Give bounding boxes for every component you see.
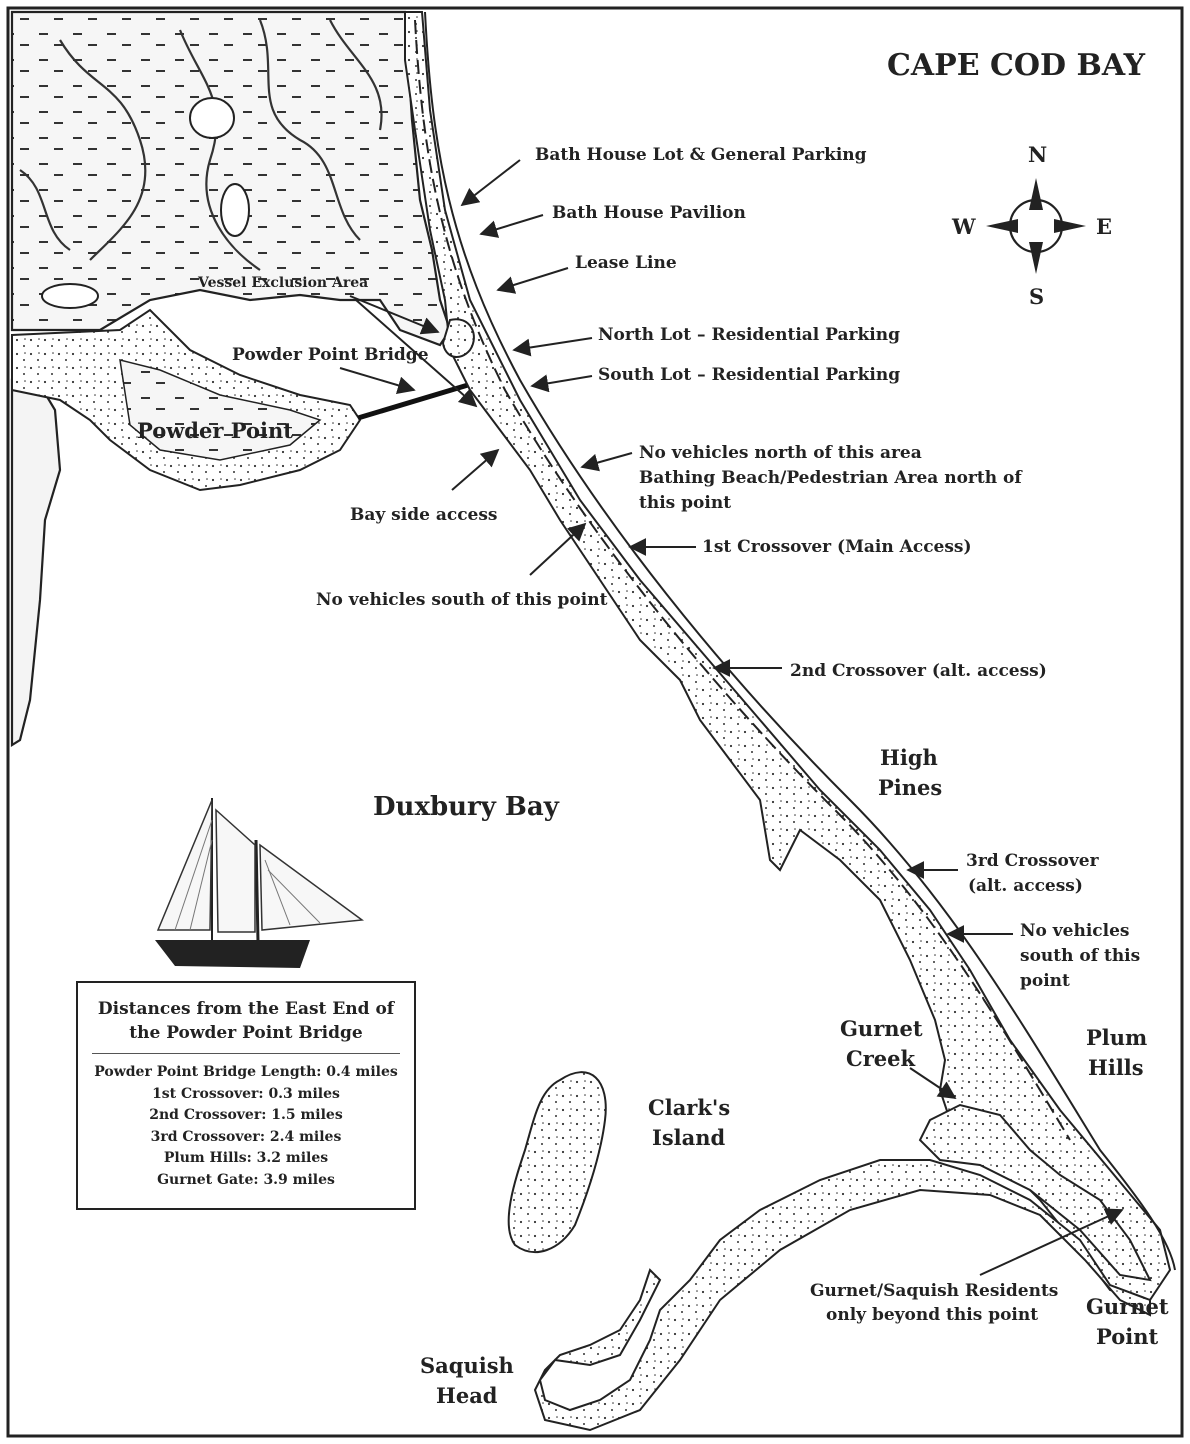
saquish-spit — [533, 1159, 1151, 1432]
high-pines-label: Pines — [878, 775, 942, 800]
legend-row: 2nd Crossover: 1.5 miles — [149, 1107, 343, 1123]
marsh-creek — [258, 19, 361, 241]
compass-rose: N S E W — [951, 142, 1112, 309]
legend-title-line: Distances from the East End of — [97, 999, 395, 1019]
bath-house-pavilion-label: Bath House Pavilion — [552, 203, 746, 223]
powder-point-label: Powder Point — [137, 418, 293, 443]
no-vehicles-north-label: No vehicles north of this area — [639, 443, 922, 463]
arrow-lease-line — [496, 267, 569, 294]
saquish-spit-top — [918, 1103, 1152, 1282]
duxbury-bay-label: Duxbury Bay — [373, 792, 560, 822]
legend-row: Powder Point Bridge Length: 0.4 miles — [94, 1064, 398, 1080]
no-vehicles-north-label: Bathing Beach/Pedestrian Area north of — [639, 468, 1023, 488]
gurnet-creek-label: Gurnet — [840, 1016, 923, 1041]
compass-west: W — [951, 214, 976, 239]
clarks-island — [507, 1071, 607, 1254]
crossover-2-label: 2nd Crossover (alt. access) — [790, 661, 1047, 681]
powder-point-bridge — [357, 379, 479, 421]
arrow-residents-only — [979, 1208, 1124, 1276]
crossover-1-label: 1st Crossover (Main Access) — [702, 537, 972, 557]
marsh-pond — [220, 183, 250, 237]
legend-title-line: the Powder Point Bridge — [129, 1023, 363, 1043]
legend-title: Distances from the East End of the Powde… — [92, 997, 400, 1054]
mainland-west-shore — [10, 378, 62, 747]
arrow-north-lot — [512, 337, 593, 357]
arrow-vessel-exclusion-1 — [349, 295, 440, 335]
saquish-head-label: Head — [436, 1383, 498, 1408]
marsh-creek — [329, 19, 383, 131]
residents-only-label: Gurnet/Saquish Residents — [810, 1281, 1058, 1301]
bath-house-lot-label: Bath House Lot & General Parking — [535, 145, 867, 165]
map-border — [6, 6, 1184, 1438]
gurnet-point-label: Point — [1096, 1324, 1158, 1349]
lease-line-label: Lease Line — [575, 253, 677, 273]
legend-row: Gurnet Gate: 3.9 miles — [157, 1171, 335, 1188]
beach-road — [414, 19, 1071, 1141]
arrow-gurnet-creek — [909, 1067, 957, 1099]
no-vehicles-north-label: this point — [639, 493, 731, 513]
marsh-creek — [59, 39, 147, 261]
legend-row: 3rd Crossover: 2.4 miles — [150, 1128, 342, 1145]
saquish-head-label: Saquish — [420, 1353, 514, 1378]
no-vehicles-south-label: No vehicles south of this point — [316, 590, 608, 610]
arrow-vessel-exclusion-2 — [355, 299, 478, 408]
no-vehicles-south-2-label: point — [1020, 971, 1070, 991]
arrow-no-vehicles-north — [580, 452, 633, 472]
residents-only-label: only beyond this point — [826, 1305, 1038, 1325]
marsh-creek — [19, 169, 71, 251]
gurnet-point-label: Gurnet — [1086, 1294, 1169, 1319]
vessel-exclusion-label: Vessel Exclusion Area — [197, 275, 368, 291]
vessel-exclusion-area — [441, 318, 475, 359]
south-lot-label: South Lot – Residential Parking — [598, 365, 900, 385]
compass-south: S — [1029, 284, 1044, 309]
arrow-powder-point-bridge — [339, 367, 416, 395]
marsh-creek — [178, 29, 261, 271]
gurnet-creek-label: Creek — [846, 1046, 915, 1071]
clarks-island-label: Clark's — [648, 1095, 730, 1120]
arrow-bath-house-pavilion — [479, 214, 544, 238]
arrow-bath-house-lot — [460, 159, 521, 207]
bay-side-access-label: Bay side access — [350, 505, 498, 525]
no-vehicles-south-2-label: south of this — [1020, 946, 1140, 966]
crossover-3-label: 3rd Crossover — [966, 851, 1100, 871]
distances-legend: Distances from the East End of the Powde… — [76, 981, 416, 1210]
plum-hills-label: Hills — [1088, 1055, 1144, 1080]
compass-east: E — [1096, 214, 1112, 239]
powder-point-bridge-label: Powder Point Bridge — [232, 345, 429, 365]
powder-point-inner — [119, 358, 322, 461]
compass-north: N — [1028, 142, 1047, 167]
legend-row: Plum Hills: 3.2 miles — [163, 1150, 329, 1166]
no-vehicles-south-2-label: No vehicles — [1020, 921, 1130, 941]
marsh-pond — [41, 283, 99, 309]
marsh-pond — [189, 97, 235, 139]
legend-row: 1st Crossover: 0.3 miles — [152, 1085, 340, 1102]
plum-hills-label: Plum — [1086, 1025, 1147, 1050]
high-pines-label: High — [880, 745, 938, 770]
crossover-3-label: (alt. access) — [968, 876, 1083, 896]
arrow-south-lot — [530, 374, 593, 393]
clarks-island-label: Island — [652, 1125, 725, 1150]
sailboat-illustration — [155, 798, 365, 968]
north-lot-label: North Lot – Residential Parking — [598, 325, 900, 345]
arrow-no-vehicles-south — [529, 522, 587, 576]
cape-cod-bay-label: CAPE COD BAY — [887, 48, 1146, 83]
ocean-shoreline — [424, 11, 1176, 1271]
arrow-bay-side-access — [451, 448, 500, 491]
duxbury-beach-barrier — [404, 11, 1172, 1302]
